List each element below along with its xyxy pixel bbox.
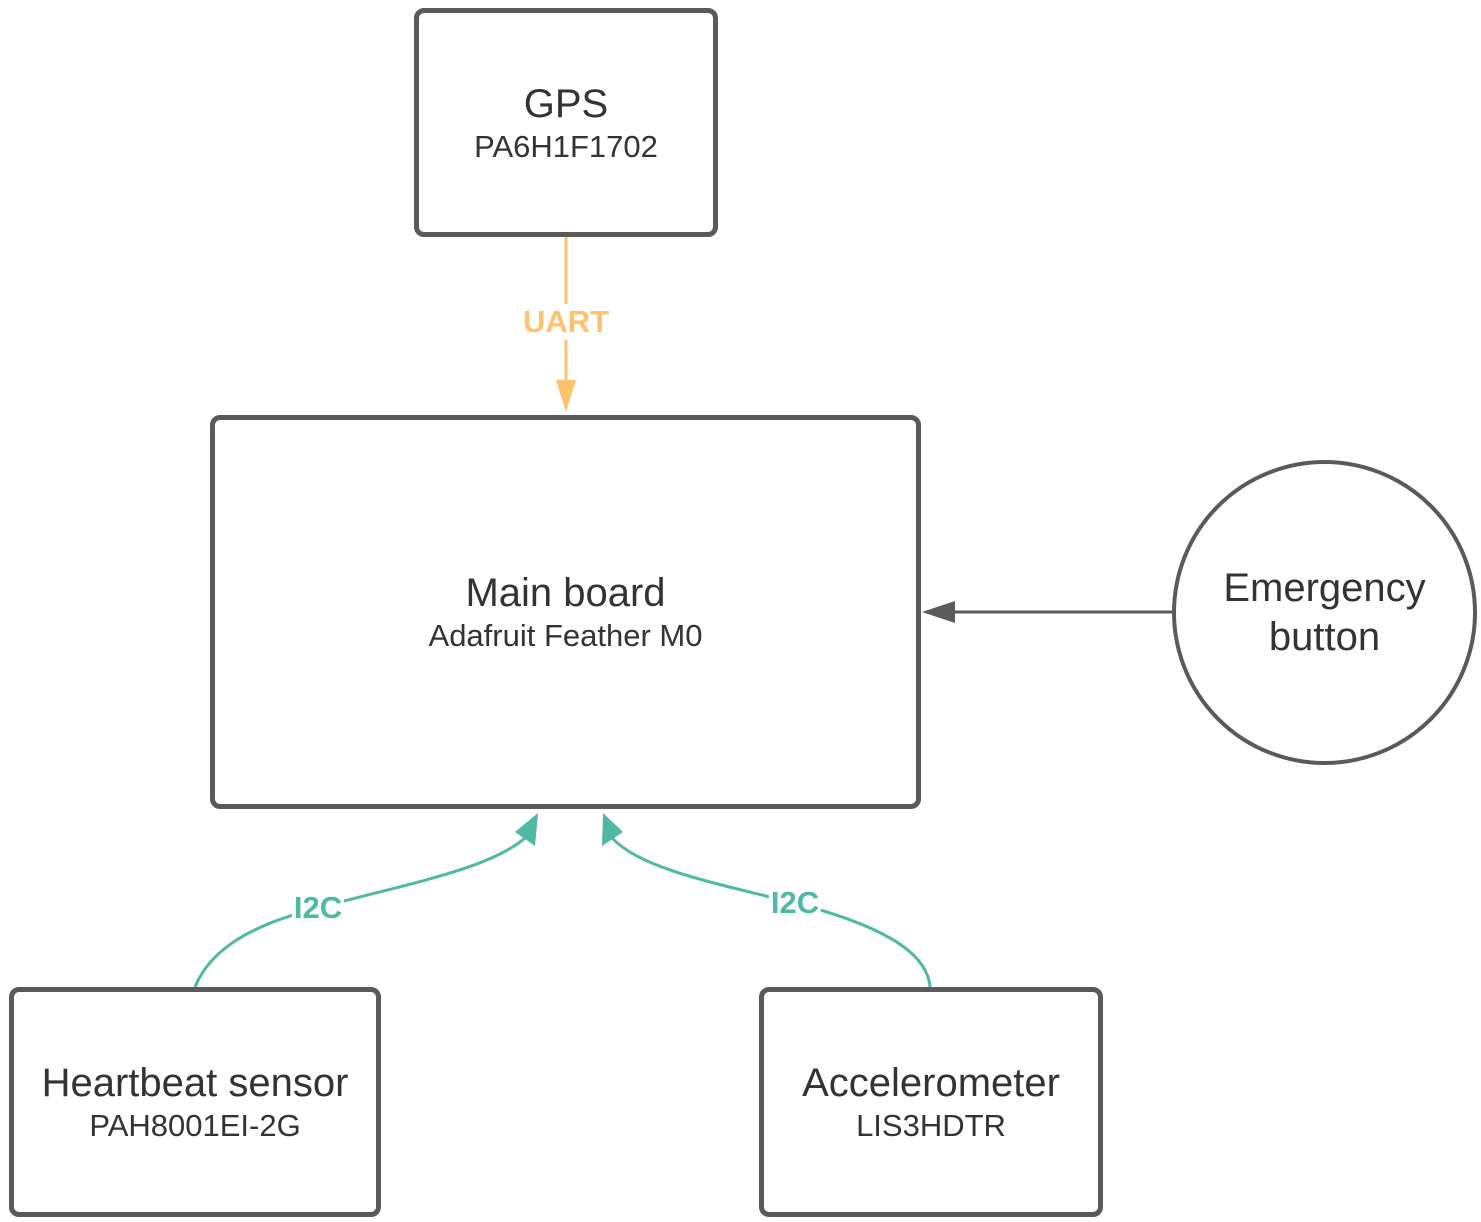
gps-title: GPS — [523, 81, 609, 126]
accelerometer-subtitle: LIS3HDTR — [856, 1108, 1006, 1143]
heartbeat-sensor-node[interactable]: Heartbeat sensor PAH8001EI-2G — [9, 987, 381, 1217]
heartbeat-sensor-title: Heartbeat sensor — [41, 1061, 349, 1105]
accelerometer-title: Accelerometer — [802, 1061, 1060, 1105]
edge-emergency-arrowhead — [922, 601, 955, 623]
main-board-title: Main board — [465, 571, 666, 615]
edge-label-heartbeat-i2c: I2C — [291, 890, 345, 926]
main-board-node[interactable]: Main board Adafruit Feather M0 — [210, 415, 921, 809]
gps-subtitle: PA6H1F1702 — [474, 128, 658, 164]
emergency-button-node[interactable]: Emergency button — [1172, 460, 1477, 765]
edge-heartbeat-i2c-arrowhead — [515, 813, 538, 846]
heartbeat-sensor-subtitle: PAH8001EI-2G — [89, 1108, 301, 1143]
emergency-button-title: Emergency button — [1223, 565, 1426, 659]
edge-heartbeat-i2c-line — [193, 835, 528, 988]
edge-label-uart: UART — [520, 304, 612, 340]
edge-gps-uart-arrowhead — [556, 380, 576, 412]
main-board-subtitle: Adafruit Feather M0 — [428, 618, 703, 653]
gps-node[interactable]: GPS PA6H1F1702 — [414, 8, 718, 237]
edge-accelerometer-i2c — [602, 813, 932, 988]
edge-emergency — [922, 601, 1172, 623]
edge-label-accelerometer-i2c: I2C — [768, 885, 822, 921]
accelerometer-node[interactable]: Accelerometer LIS3HDTR — [759, 987, 1103, 1217]
edge-accelerometer-i2c-arrowhead — [602, 813, 623, 846]
edge-heartbeat-i2c — [193, 813, 538, 988]
